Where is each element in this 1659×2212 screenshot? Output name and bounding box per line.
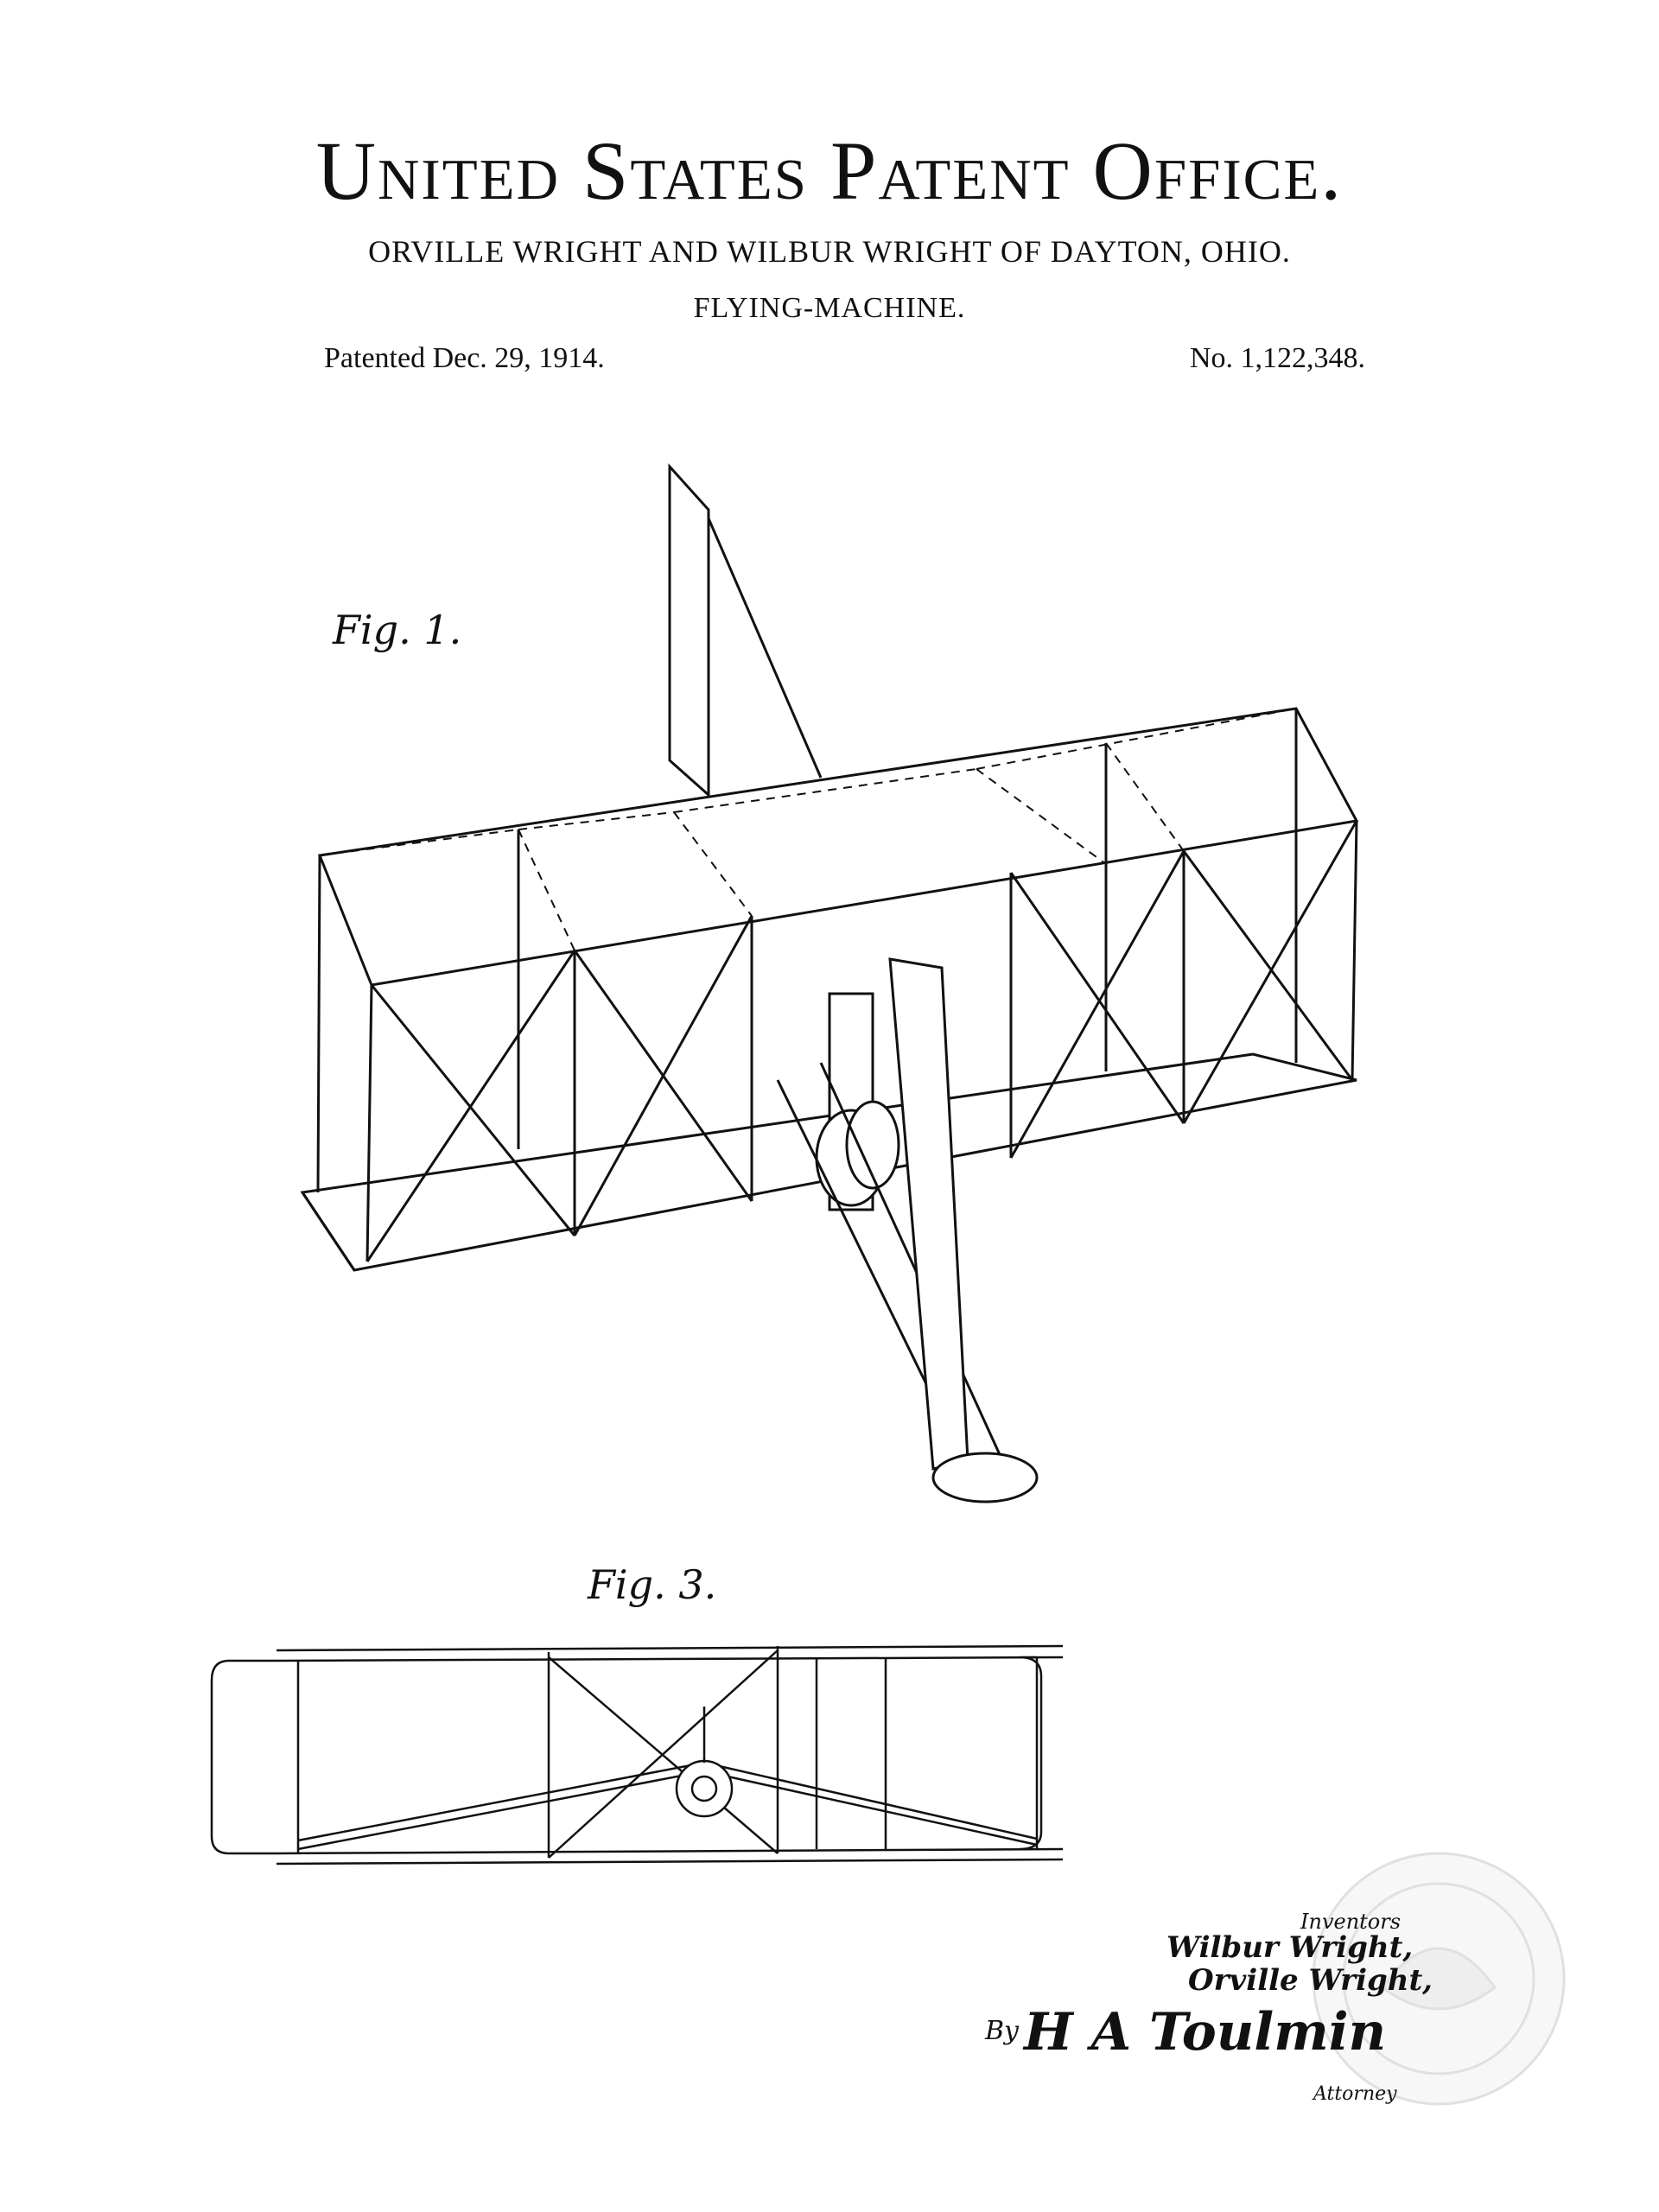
- inventor-name-1: Wilbur Wright,: [1166, 1930, 1413, 1965]
- by-label: By: [984, 2016, 1020, 2046]
- signature-block: Inventors Wilbur Wright, Orville Wright,…: [984, 1910, 1433, 2105]
- inventors-label: Inventors: [1300, 1910, 1401, 1934]
- inventors-line: ORVILLE WRIGHT AND WILBUR WRIGHT OF DAYT…: [368, 234, 1291, 269]
- patent-number: No. 1,122,348.: [1189, 342, 1365, 374]
- seal-emblem: [1312, 1852, 1566, 2106]
- figure-1-drawing: [300, 463, 1359, 1503]
- attorney-label: Attorney: [1312, 2083, 1397, 2105]
- invention-title: FLYING-MACHINE.: [693, 292, 966, 324]
- fig1-label: Fig. 1.: [332, 607, 461, 653]
- fig3-label: Fig. 3.: [587, 1561, 716, 1608]
- attorney-signature: H A Toulmin: [1022, 2002, 1386, 2063]
- inventor-name-2: Orville Wright,: [1188, 1963, 1433, 1998]
- patent-office-title: United States Patent Office.: [315, 124, 1344, 217]
- patent-date: Patented Dec. 29, 1914.: [324, 342, 605, 374]
- figure-labels: Fig. 1. Fig. 3.: [332, 607, 716, 1608]
- figure-3-drawing: [210, 1644, 1064, 1866]
